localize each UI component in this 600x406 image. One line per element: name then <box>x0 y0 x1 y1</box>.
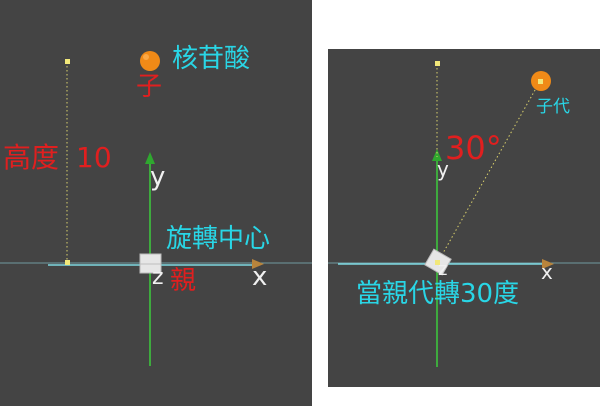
rotated-height-guide <box>437 82 540 263</box>
child-ball-highlight <box>143 54 149 60</box>
height-guide-bottom-marker <box>65 260 70 265</box>
left-scene-panel: 核苷酸 子 高度 10 y 旋轉中心 x z 親 <box>0 0 312 406</box>
y-axis-arrow <box>145 152 155 164</box>
x-axis-arrow <box>252 259 264 269</box>
rotation-caption: 當親代轉30度 <box>356 279 520 309</box>
left-scene-graphics <box>0 51 312 366</box>
child-name-label: 核苷酸 <box>172 44 251 74</box>
height-label: 高度 <box>3 141 60 174</box>
pivot-marker <box>435 260 440 265</box>
child-ball-marker <box>538 79 543 84</box>
z-axis-label: z <box>152 265 164 290</box>
angle-label: 30° <box>445 129 502 167</box>
parent-label: 親 <box>170 266 197 296</box>
y-axis-arrow <box>432 149 442 161</box>
x-axis-label: x <box>541 260 553 284</box>
y-axis-label: y <box>150 162 166 192</box>
height-guide-top-marker <box>65 59 70 64</box>
child-label: 子代 <box>536 97 570 117</box>
child-label: 子 <box>136 72 163 102</box>
y-axis-label: y <box>437 157 449 181</box>
right-scene-graphics <box>328 61 600 367</box>
right-scene-panel: 子代 30° y x z 當親代轉30度 <box>328 49 600 387</box>
x-axis-label: x <box>252 262 268 292</box>
height-value: 10 <box>76 141 112 174</box>
child-ball <box>140 51 160 71</box>
pivot-label: 旋轉中心 <box>166 224 271 254</box>
z-axis-label: z <box>438 259 448 280</box>
x-axis-arrow <box>542 259 554 269</box>
original-height-marker <box>435 61 440 66</box>
